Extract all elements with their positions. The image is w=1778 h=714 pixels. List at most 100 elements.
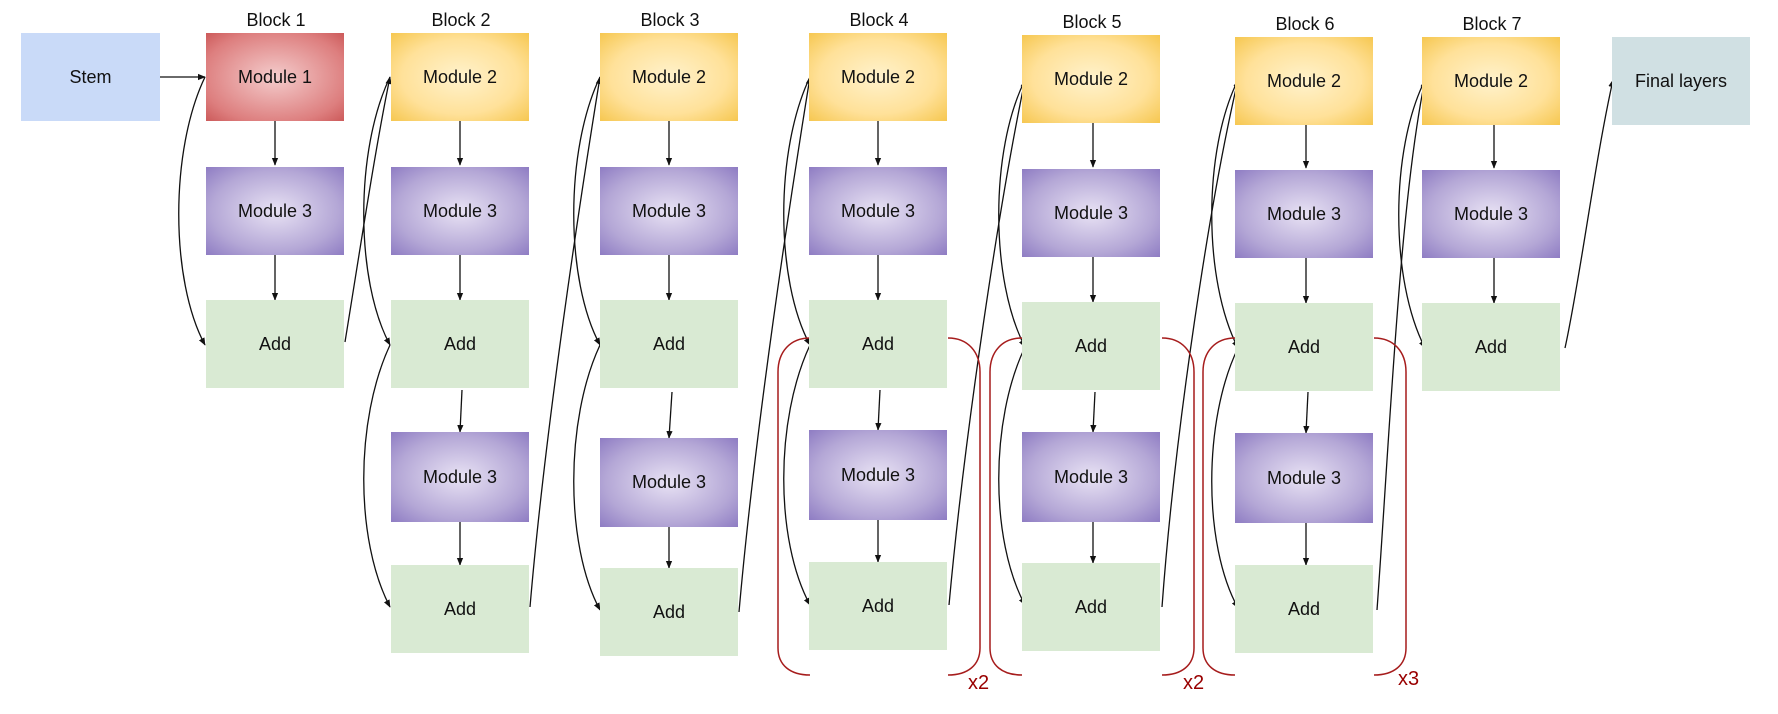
block-1-title: Block 1 [246,10,306,30]
block-5-title: Block 5 [1062,12,1122,32]
module-label: Module 2 [1266,70,1342,91]
add-label: Add [652,601,686,622]
module-label: Module 2 [1453,70,1529,91]
skip-b7 [1398,79,1426,349]
final-label: Final layers [1634,70,1728,91]
arrow-b4-add1-m3b [875,389,882,431]
skip-b5-1 [998,79,1026,348]
module-label: Module 3 [840,464,916,485]
block-4-title: Block 4 [849,10,909,30]
module-label: Module 3 [237,200,313,221]
module-label: Module 3 [1053,466,1129,487]
module-label: Module 1 [237,66,313,87]
add-label: Add [1287,336,1321,357]
module-label: Module 2 [422,66,498,87]
skip-b6-1 [1211,79,1239,349]
block-5-module-2: Module 2 [1022,35,1160,123]
add-label: Add [652,333,686,354]
block-5-module-3b: Module 3 [1022,432,1160,522]
block-7-title: Block 7 [1462,14,1522,34]
skip-b4-1 [783,76,811,346]
module-label: Module 2 [840,66,916,87]
arrow-b5-to-b6 [1161,79,1240,608]
block-3-title: Block 3 [640,10,700,30]
add-label: Add [443,333,477,354]
final-layers-box: Final layers [1612,37,1750,125]
block-5-add-1: Add [1022,302,1160,390]
block-4-add-2: Add [809,562,947,650]
block-7-add: Add [1422,303,1560,391]
block-1-module-1: Module 1 [206,33,344,121]
bracket-left-b6 [1202,337,1236,676]
block-4-add-1: Add [809,300,947,388]
arrow-b6-add1-m3b [1303,391,1310,434]
repeat-label-b6: x3 [1398,668,1420,690]
block-6-title: Block 6 [1275,14,1335,34]
block-4-module-2: Module 2 [809,33,947,121]
skip-b3-1 [573,76,601,346]
block-2-module-3a: Module 3 [391,167,529,255]
block-3-module-3a: Module 3 [600,167,738,255]
block-3-add-1: Add [600,300,738,388]
bracket-left-b4 [777,337,811,676]
add-label: Add [1074,596,1108,617]
block-1-module-3: Module 3 [206,167,344,255]
module-label: Module 3 [1053,202,1129,223]
bracket-right-b5 [1161,337,1195,676]
module-label: Module 3 [422,466,498,487]
block-2-add-1: Add [391,300,529,388]
add-label: Add [1074,335,1108,356]
skip-b2-1 [363,76,391,346]
add-label: Add [1474,336,1508,357]
arrow-b7-to-final [1564,79,1615,349]
arrow-b6-to-b7 [1376,79,1427,611]
module-label: Module 2 [631,66,707,87]
block-7-module-2: Module 2 [1422,37,1560,125]
block-2-title: Block 2 [431,10,491,30]
add-label: Add [1287,598,1321,619]
bracket-right-b6 [1373,337,1407,676]
module-label: Module 3 [1266,203,1342,224]
block-1-add: Add [206,300,344,388]
block-3-module-3b: Module 3 [600,438,738,527]
block-3-module-2: Module 2 [600,33,738,121]
bracket-right-b4 [947,337,981,676]
block-6-module-3a: Module 3 [1235,170,1373,258]
arrow-b2-to-b3 [529,76,602,608]
add-label: Add [861,333,895,354]
module-label: Module 3 [1453,203,1529,224]
arrow-b1-to-b2 [344,76,392,343]
module-label: Module 3 [1266,467,1342,488]
arrow-b3-add1-m3b [666,391,673,439]
block-5-module-3a: Module 3 [1022,169,1160,257]
block-5-add-2: Add [1022,563,1160,651]
add-label: Add [861,595,895,616]
bracket-left-b5 [989,337,1023,676]
skip-b4-2 [783,344,811,606]
block-2-add-2: Add [391,565,529,653]
module-label: Module 3 [840,200,916,221]
block-4-module-3a: Module 3 [809,167,947,255]
skip-b6-2 [1211,347,1239,609]
block-4-module-3b: Module 3 [809,430,947,520]
skip-b3-2 [573,344,601,611]
skip-b5-2 [998,346,1026,606]
block-6-module-3b: Module 3 [1235,433,1373,523]
skip-b1 [178,76,206,346]
module-label: Module 3 [422,200,498,221]
module-label: Module 2 [1053,68,1129,89]
module-label: Module 3 [631,472,707,492]
block-6-add-2: Add [1235,565,1373,653]
arrow-b4-to-b5 [948,79,1027,606]
block-2-module-2: Module 2 [391,33,529,121]
skip-b2-2 [363,344,391,608]
add-label: Add [443,598,477,619]
block-7-module-3: Module 3 [1422,170,1560,258]
module-label: Module 3 [631,200,707,221]
block-2-module-3b: Module 3 [391,432,529,522]
repeat-label-b5: x2 [1183,672,1205,694]
stem-label: Stem [69,66,112,87]
arrow-b2-add1-m3b [457,389,464,433]
